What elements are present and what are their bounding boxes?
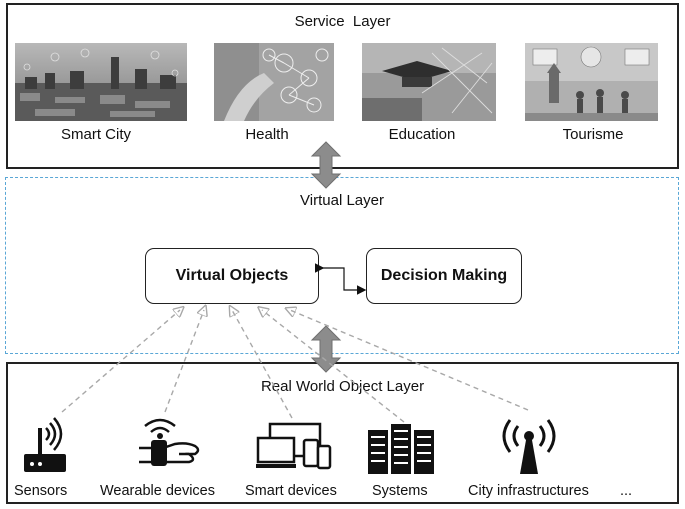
real-layer-title: Real World Object Layer <box>260 378 425 395</box>
virtual-layer: Virtual Layer <box>5 177 679 354</box>
device-label-city-infrastructures: City infrastructures <box>468 483 589 499</box>
device-label-sensors: Sensors <box>14 483 68 499</box>
device-label-wearable-devices: Wearable devices <box>100 483 215 499</box>
tourism-photo <box>525 43 658 121</box>
smart-city-photo <box>15 43 187 121</box>
ellipsis-more: ... <box>620 483 633 499</box>
service-layer-title: Service Layer <box>294 13 391 30</box>
service-label-tourisme: Tourisme <box>562 126 624 143</box>
health-photo <box>214 43 334 121</box>
virtual-objects-box: Virtual Objects <box>145 248 319 304</box>
decision-making-box: Decision Making <box>366 248 522 304</box>
service-label-health: Health <box>245 126 289 143</box>
education-photo <box>362 43 496 121</box>
router-sensor-icon <box>20 414 74 481</box>
device-label-systems: Systems <box>372 483 428 499</box>
virtual-layer-title: Virtual Layer <box>300 192 384 209</box>
smart-devices-icon <box>256 420 332 481</box>
service-label-education: Education <box>388 126 456 143</box>
device-label-smart-devices: Smart devices <box>245 483 337 499</box>
server-rack-icon <box>366 424 436 481</box>
antenna-tower-icon <box>498 414 560 481</box>
service-label-smart-city: Smart City <box>60 126 131 143</box>
wearable-wristband-icon <box>135 414 205 477</box>
